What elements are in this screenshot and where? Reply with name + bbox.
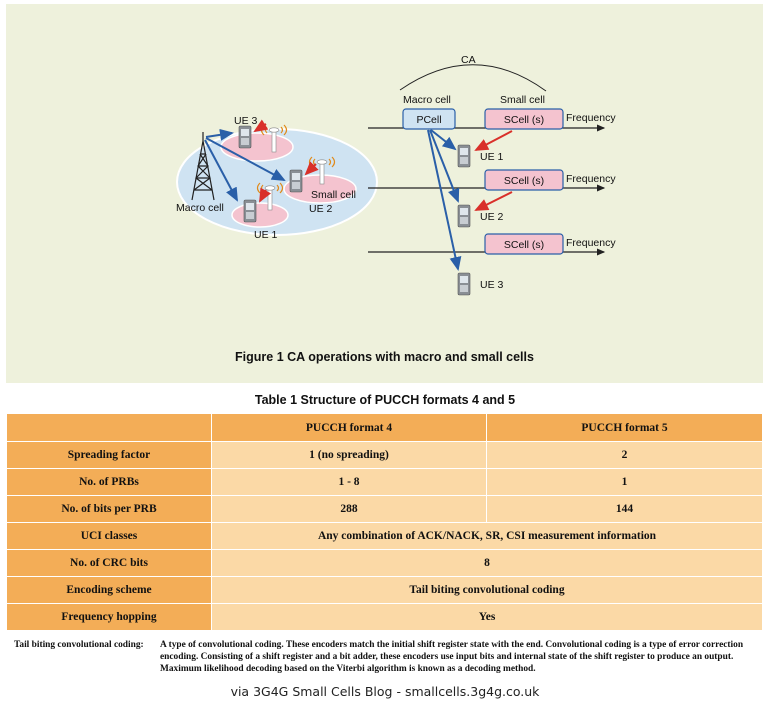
small-cell-label-left: Small cell <box>311 189 356 201</box>
header-empty-cell <box>6 413 212 442</box>
left-diagram: UE 3 UE 2 UE 1 Macro cell Small cell <box>176 115 378 241</box>
macro-cell-label-left: Macro cell <box>176 202 224 214</box>
pcell-label: PCell <box>416 114 441 126</box>
table-row: No. of CRC bits 8 <box>6 549 763 577</box>
ca-diagram: UE 3 UE 2 UE 1 Macro cell Small cell CA … <box>176 54 616 296</box>
ue2-phone-icon-right <box>457 204 471 228</box>
cell-merged: Yes <box>211 603 763 631</box>
pcell-to-ue2-arrow <box>429 129 460 203</box>
ue2-label-right: UE 2 <box>480 211 504 223</box>
cell-format-5: 2 <box>486 441 763 469</box>
pcell-to-ue1-arrow <box>430 129 457 151</box>
source-credit: via 3G4G Small Cells Blog - smallcells.3… <box>230 684 540 699</box>
ue2-phone-icon <box>289 169 303 193</box>
ue3-phone-icon <box>238 125 252 149</box>
row-label: Encoding scheme <box>6 576 212 604</box>
pcell-box <box>402 108 456 130</box>
cell-format-4: 1 - 8 <box>211 468 487 496</box>
ca-label: CA <box>461 54 476 66</box>
scell-label-2: SCell (s) <box>504 175 544 187</box>
macro-to-ue3-arrow <box>205 128 234 141</box>
row-label: No. of PRBs <box>6 468 212 496</box>
cell-merged: Tail biting convolutional coding <box>211 576 763 604</box>
scell-label-3: SCell (s) <box>504 239 544 251</box>
row-label: Spreading factor <box>6 441 212 469</box>
macro-to-ue2-arrow <box>205 137 286 181</box>
scell-box-2 <box>484 169 564 191</box>
frequency-label-1: Frequency <box>566 112 616 124</box>
cell-merged: Any combination of ACK/NACK, SR, CSI mea… <box>211 522 763 550</box>
cell-format-5: 1 <box>486 468 763 496</box>
table-row: Encoding scheme Tail biting convolutiona… <box>6 576 763 604</box>
macro-cell-label-right: Macro cell <box>403 94 451 106</box>
ue3-label-left: UE 3 <box>234 115 258 127</box>
pucch-formats-table: PUCCH format 4 PUCCH format 5 Spreading … <box>6 413 763 631</box>
row-label: Frequency hopping <box>6 603 212 631</box>
ue1-label-right: UE 1 <box>480 151 504 163</box>
table-row: UCI classes Any combination of ACK/NACK,… <box>6 522 763 550</box>
ca-arc <box>399 64 547 92</box>
scell-to-ue1-arrow <box>474 130 513 151</box>
small-to-ue2-arrow <box>304 161 319 176</box>
cell-format-4: 288 <box>211 495 487 523</box>
note-term: Tail biting convolutional coding: <box>14 640 144 650</box>
scell-label-1: SCell (s) <box>504 114 544 126</box>
cell-merged: 8 <box>211 549 763 577</box>
small-to-ue3-arrow <box>253 119 269 133</box>
cell-format-4: 1 (no spreading) <box>211 441 487 469</box>
header-format-4: PUCCH format 4 <box>211 413 487 442</box>
frequency-label-2: Frequency <box>566 173 616 185</box>
ue3-phone-icon-right <box>457 272 471 296</box>
macro-to-ue1-arrow <box>204 139 238 202</box>
figure-caption: Figure 1 CA operations with macro and sm… <box>235 350 534 364</box>
table-header-row: PUCCH format 4 PUCCH format 5 <box>6 413 763 442</box>
row-label: UCI classes <box>6 522 212 550</box>
scell-to-ue2-arrow <box>474 191 513 211</box>
header-format-5: PUCCH format 5 <box>486 413 763 442</box>
right-diagram: CA Macro cell Small cell Frequency Frequ… <box>368 54 616 296</box>
table-row: Spreading factor 1 (no spreading) 2 <box>6 441 763 469</box>
macro-tower-icon <box>191 132 215 201</box>
ue2-label-left: UE 2 <box>309 203 333 215</box>
scell-box-1 <box>484 108 564 130</box>
row-label: No. of CRC bits <box>6 549 212 577</box>
ue1-label-left: UE 1 <box>254 229 278 241</box>
ue1-phone-icon-right <box>457 144 471 168</box>
row-label: No. of bits per PRB <box>6 495 212 523</box>
small-cell-area-ue3 <box>220 132 294 162</box>
ue1-phone-icon <box>243 199 257 223</box>
small-to-ue1-arrow <box>259 187 272 203</box>
small-cell-label-right: Small cell <box>500 94 545 106</box>
table-row: No. of bits per PRB 288 144 <box>6 495 763 523</box>
table-row: No. of PRBs 1 - 8 1 <box>6 468 763 496</box>
note-definition: A type of convolutional coding. These en… <box>160 640 744 674</box>
scell-box-3 <box>484 233 564 255</box>
frequency-label-3: Frequency <box>566 237 616 249</box>
figure-1: UE 3 UE 2 UE 1 Macro cell Small cell CA … <box>6 4 763 383</box>
small-cell-area-ue1 <box>231 202 289 228</box>
cell-format-5: 144 <box>486 495 763 523</box>
ue3-label-right: UE 3 <box>480 279 504 291</box>
table-row: Frequency hopping Yes <box>6 603 763 631</box>
table-title: Table 1 Structure of PUCCH formats 4 and… <box>254 393 516 407</box>
pcell-to-ue3-arrow <box>427 129 462 271</box>
